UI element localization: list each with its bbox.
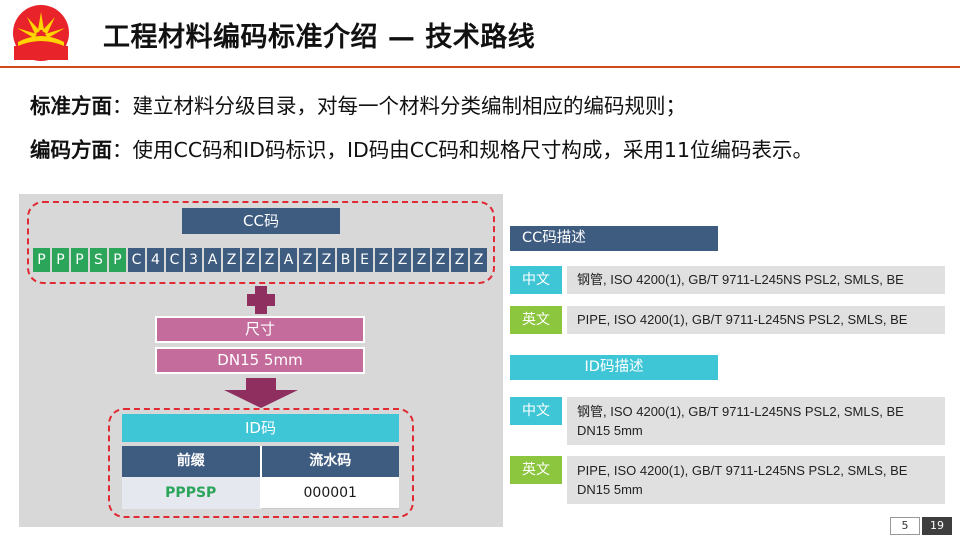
intro-standard: 标准方面：建立材料分级目录，对每一个材料分类编制相应的编码规则； xyxy=(30,89,686,119)
cc-code-dashed-frame xyxy=(27,201,495,284)
intro-coding: 编码方面：使用CC码和ID码标识，ID码由CC码和规格尺寸构成，采用11位编码表… xyxy=(30,133,813,163)
cc-code-char: A xyxy=(280,248,297,272)
slide-header: 工程材料编码标准介绍 — 技术路线 xyxy=(0,0,960,68)
slide-title: 工程材料编码标准介绍 — 技术路线 xyxy=(103,22,536,53)
cc-code-char: P xyxy=(33,248,50,272)
id-prefix-value: PPPSP xyxy=(122,477,260,509)
cc-desc-zh: 钢管, ISO 4200(1), GB/T 9711-L245NS PSL2, … xyxy=(567,266,945,294)
cc-code-char: Z xyxy=(413,248,430,272)
cc-code-char: Z xyxy=(318,248,335,272)
intro-standard-label: 标准方面 xyxy=(30,94,112,118)
id-desc-en: PIPE, ISO 4200(1), GB/T 9711-L245NS PSL2… xyxy=(567,456,945,504)
size-value: DN15 5mm xyxy=(155,347,365,374)
cc-code-char: P xyxy=(52,248,69,272)
cc-code-label: CC码 xyxy=(182,208,340,234)
id-code-label: ID码 xyxy=(122,414,399,442)
cc-code-char: Z xyxy=(242,248,259,272)
size-label: 尺寸 xyxy=(155,316,365,343)
cc-code-char: Z xyxy=(432,248,449,272)
cc-lang-zh-badge: 中文 xyxy=(510,266,562,294)
cc-code-char: Z xyxy=(394,248,411,272)
intro-coding-label: 编码方面 xyxy=(30,138,112,162)
id-description-title: ID码描述 xyxy=(510,355,718,380)
page-indicator: 5 19 xyxy=(890,517,952,535)
cc-code-char: E xyxy=(356,248,373,272)
cc-code-char: Z xyxy=(261,248,278,272)
cc-code-char: 4 xyxy=(147,248,164,272)
cc-code-char: A xyxy=(204,248,221,272)
plus-icon-bar xyxy=(247,294,275,306)
cc-code-char: C xyxy=(128,248,145,272)
cc-code-char: P xyxy=(71,248,88,272)
cc-code-char: Z xyxy=(470,248,487,272)
cc-code-char: Z xyxy=(299,248,316,272)
cc-code-char: 3 xyxy=(185,248,202,272)
cc-desc-en: PIPE, ISO 4200(1), GB/T 9711-L245NS PSL2… xyxy=(567,306,945,334)
cc-code-char: B xyxy=(337,248,354,272)
id-code-table: 前缀 流水码 PPPSP 000001 xyxy=(122,446,399,509)
cc-code-char: C xyxy=(166,248,183,272)
cc-lang-en-badge: 英文 xyxy=(510,306,562,334)
page-current: 5 xyxy=(890,517,920,535)
page-total: 19 xyxy=(922,517,952,535)
id-desc-zh: 钢管, ISO 4200(1), GB/T 9711-L245NS PSL2, … xyxy=(567,397,945,445)
intro-standard-text: ：建立材料分级目录，对每一个材料分类编制相应的编码规则； xyxy=(112,94,686,118)
cc-code-char: Z xyxy=(375,248,392,272)
id-code-dashed-frame xyxy=(108,408,414,518)
down-arrow-icon xyxy=(224,378,298,408)
id-lang-en-badge: 英文 xyxy=(510,456,562,484)
table-row: PPPSP 000001 xyxy=(122,477,399,509)
cc-code-char: Z xyxy=(223,248,240,272)
cc-code-char: Z xyxy=(451,248,468,272)
company-logo xyxy=(13,5,69,61)
header-rule xyxy=(0,66,960,68)
id-header-serial: 流水码 xyxy=(259,446,399,477)
id-lang-zh-badge: 中文 xyxy=(510,397,562,425)
id-table-header: 前缀 流水码 xyxy=(122,446,399,477)
cc-description-title: CC码描述 xyxy=(510,226,718,251)
intro-coding-text: ：使用CC码和ID码标识，ID码由CC码和规格尺寸构成，采用11位编码表示。 xyxy=(112,138,814,162)
id-serial-value: 000001 xyxy=(259,477,399,509)
cc-code-char: P xyxy=(109,248,126,272)
id-header-prefix: 前缀 xyxy=(122,446,260,477)
cc-code-char: S xyxy=(90,248,107,272)
